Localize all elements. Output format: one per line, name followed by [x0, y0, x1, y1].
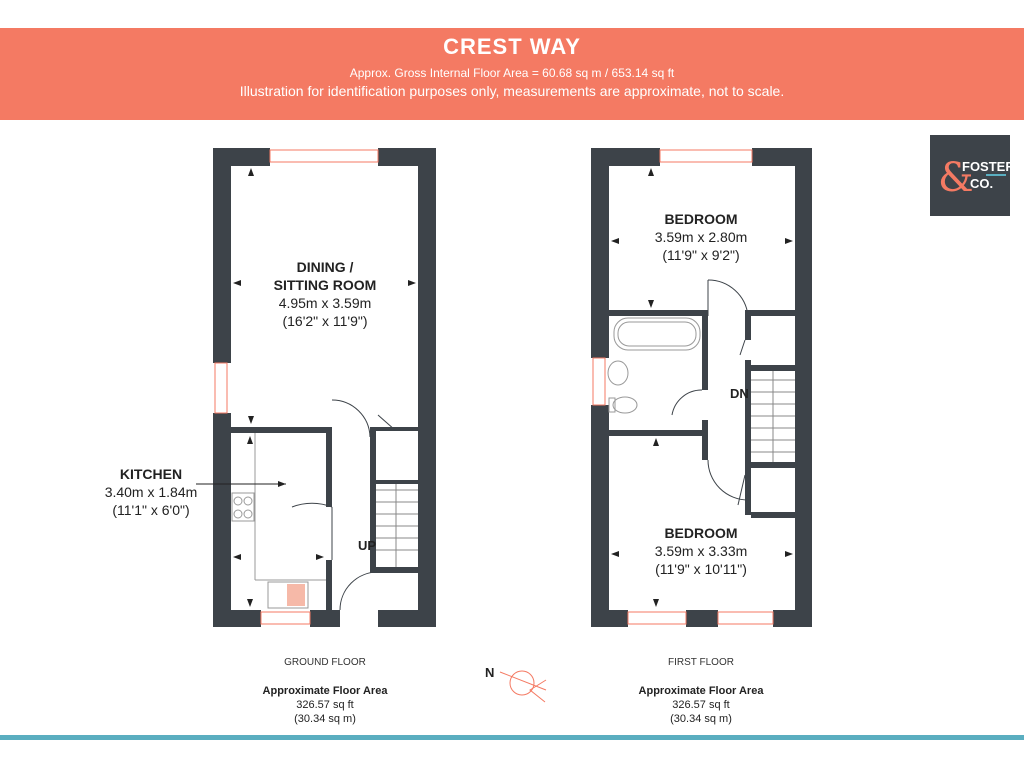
- kitchen-label: KITCHEN 3.40m x 1.84m (11'1" x 6'0"): [96, 465, 206, 519]
- disclaimer-note: Illustration for identification purposes…: [239, 83, 785, 99]
- dining-room-metric: 4.95m x 3.59m: [278, 295, 372, 311]
- bedroom-2-metric: 3.59m x 3.33m: [654, 543, 748, 559]
- dining-room-label: DINING / SITTING ROOM 4.95m x 3.59m (16'…: [240, 258, 410, 330]
- first-floor-area-title: Approximate Floor Area: [638, 685, 764, 697]
- bedroom-1-imperial: (11'9" x 9'2"): [662, 247, 740, 263]
- ground-floor-area: Approximate Floor Area 326.57 sq ft (30.…: [225, 684, 425, 726]
- first-floor-label: FIRST FLOOR: [668, 657, 734, 668]
- compass-icon: [499, 670, 547, 703]
- svg-text:FOSTER: FOSTER: [962, 159, 1010, 174]
- first-floor-area: Approximate Floor Area 326.57 sq ft (30.…: [601, 684, 801, 726]
- bedroom-2-label: BEDROOM 3.59m x 3.33m (11'9" x 10'11"): [626, 524, 776, 578]
- bedroom-1-label: BEDROOM 3.59m x 2.80m (11'9" x 9'2"): [626, 210, 776, 264]
- svg-text:CO.: CO.: [970, 176, 993, 191]
- footer-accent-line: [0, 735, 1024, 740]
- first-floor-area-sqft: 326.57 sq ft: [672, 699, 730, 711]
- bedroom-2-imperial: (11'9" x 10'11"): [655, 561, 747, 577]
- ground-floor-area-sqft: 326.57 sq ft: [296, 699, 354, 711]
- ground-floor-label: GROUND FLOOR: [284, 657, 366, 668]
- svg-text:&: &: [938, 155, 974, 201]
- compass-north-label: N: [485, 665, 495, 680]
- ground-floor-area-sqm: (30.34 sq m): [294, 713, 356, 725]
- dining-room-name-2: SITTING ROOM: [273, 277, 377, 293]
- bedroom-1-name: BEDROOM: [664, 211, 738, 227]
- ground-floor-area-title: Approximate Floor Area: [262, 685, 388, 697]
- page-title: CREST WAY: [443, 34, 581, 59]
- foster-co-logo: & FOSTER CO.: [930, 135, 1015, 216]
- dining-room-imperial: (16'2" x 11'9"): [282, 313, 368, 329]
- kitchen-name: KITCHEN: [119, 466, 183, 482]
- first-floor-area-sqm: (30.34 sq m): [670, 713, 732, 725]
- kitchen-metric: 3.40m x 1.84m: [104, 484, 198, 500]
- floor-area-summary: Approx. Gross Internal Floor Area = 60.6…: [349, 66, 675, 80]
- stairs-down-label: DN: [730, 386, 749, 401]
- bedroom-2-name: BEDROOM: [664, 525, 738, 541]
- kitchen-imperial: (11'1" x 6'0"): [112, 502, 190, 518]
- header-banner: CREST WAY Approx. Gross Internal Floor A…: [0, 28, 1024, 120]
- stairs-up-label: UP: [358, 538, 377, 553]
- dining-room-name-1: DINING /: [296, 259, 354, 275]
- bedroom-1-metric: 3.59m x 2.80m: [654, 229, 748, 245]
